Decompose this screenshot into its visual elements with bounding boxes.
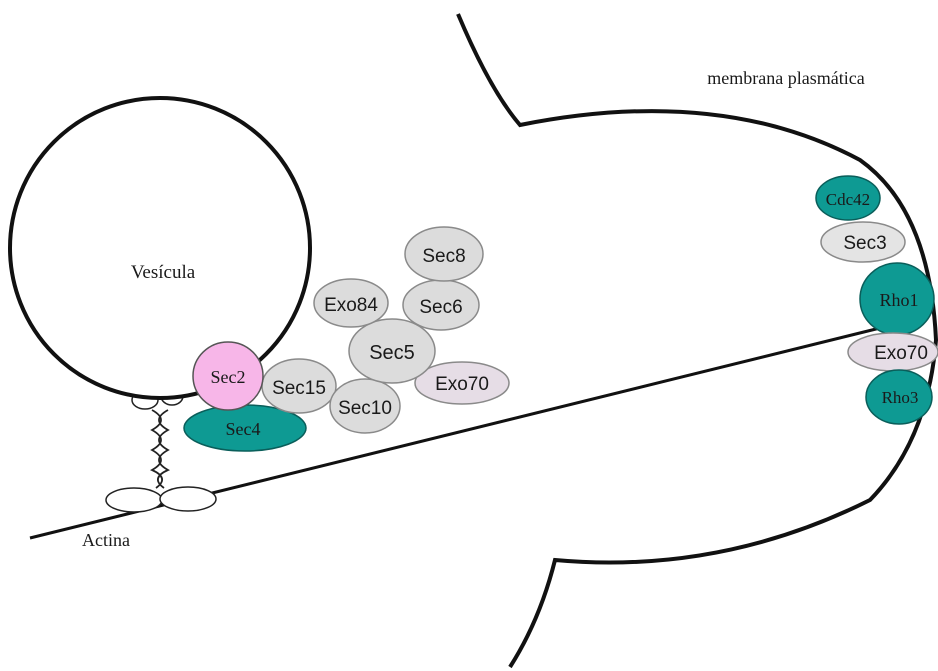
- sec15-label: Sec15: [272, 378, 326, 399]
- exo84-label: Exo84: [324, 295, 378, 316]
- sec5-label: Sec5: [369, 342, 415, 364]
- exo84-protein: [313, 278, 389, 328]
- myosin-motor: [105, 386, 217, 513]
- sec10-protein: [329, 378, 401, 434]
- exo70-cluster-label: Exo70: [435, 374, 489, 395]
- sec5-protein: [348, 318, 436, 384]
- sec2-protein: [192, 341, 264, 411]
- rho3-protein: [865, 369, 933, 425]
- actin-label: Actina: [82, 530, 130, 550]
- sec8-label: Sec8: [422, 246, 465, 267]
- sec4-label: Sec4: [226, 419, 261, 439]
- rho1-label: Rho1: [879, 290, 918, 310]
- sec2-label: Sec2: [211, 367, 246, 387]
- plasma-membrane: [456, 13, 938, 669]
- cdc42-label: Cdc42: [826, 190, 870, 209]
- vesicle-label: Vesícula: [131, 262, 196, 283]
- cdc42-protein: [815, 175, 881, 221]
- exo70-cluster-protein: [414, 361, 510, 405]
- vesicle: [8, 96, 312, 400]
- membrane-label: membrana plasmática: [707, 68, 864, 88]
- sec3-label: Sec3: [843, 233, 886, 254]
- sec6-label: Sec6: [419, 297, 462, 318]
- rho3-label: Rho3: [882, 388, 919, 407]
- sec10-label: Sec10: [338, 398, 392, 419]
- exo70-membrane-label: Exo70: [874, 343, 928, 364]
- sec3-protein: [820, 221, 906, 263]
- sec8-protein: [404, 226, 484, 282]
